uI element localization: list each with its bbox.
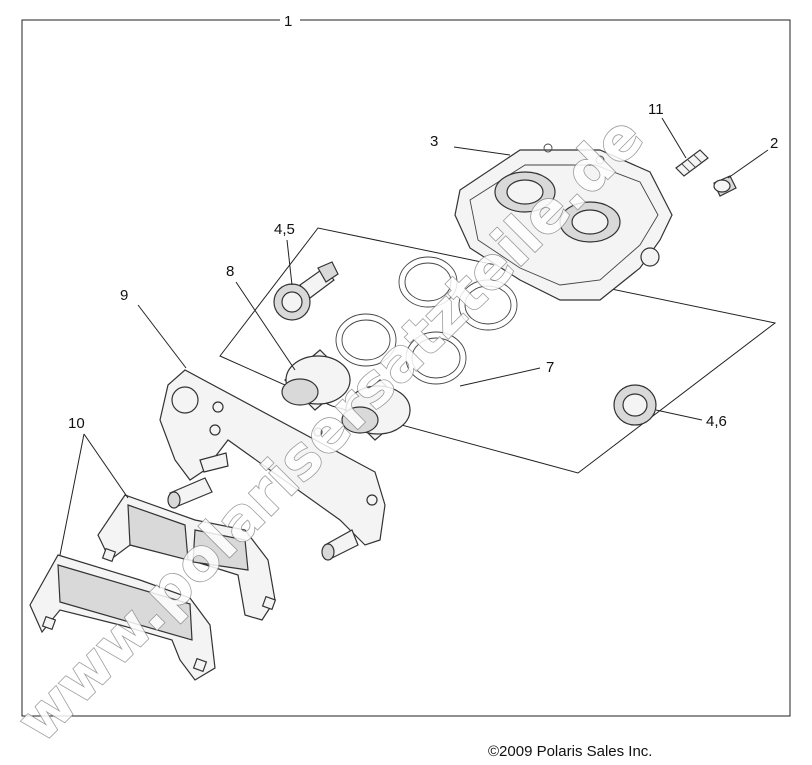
callout-7: 7 xyxy=(546,359,554,376)
callout-1: 1 xyxy=(284,13,292,30)
bleeder-screw xyxy=(675,149,709,177)
caliper-bracket xyxy=(159,369,386,561)
callout-8: 8 xyxy=(226,263,234,280)
callout-labels: 1 3 11 2 4,5 8 9 10 7 4,6 xyxy=(68,13,778,432)
copyright-text: ©2009 Polaris Sales Inc. xyxy=(488,743,652,760)
callout-2: 2 xyxy=(770,135,778,152)
watermark-text: www.polarisersatzteile.de xyxy=(4,103,656,755)
callout-11: 11 xyxy=(648,101,664,118)
piston-seals xyxy=(335,256,518,385)
callout-10: 10 xyxy=(68,415,85,432)
caliper-body xyxy=(454,143,673,301)
pistons xyxy=(281,349,411,441)
callout-9: 9 xyxy=(120,287,128,304)
brake-pads xyxy=(29,494,277,681)
leader-lines xyxy=(59,117,769,556)
callout-4-6: 4,6 xyxy=(706,413,727,430)
bleeder-cap xyxy=(713,175,737,197)
callout-3: 3 xyxy=(430,133,438,150)
pin-bolt-upper xyxy=(273,261,339,321)
callout-4-5: 4,5 xyxy=(274,221,295,238)
pin-boot-right xyxy=(613,384,657,426)
assembly-frame xyxy=(21,19,791,717)
